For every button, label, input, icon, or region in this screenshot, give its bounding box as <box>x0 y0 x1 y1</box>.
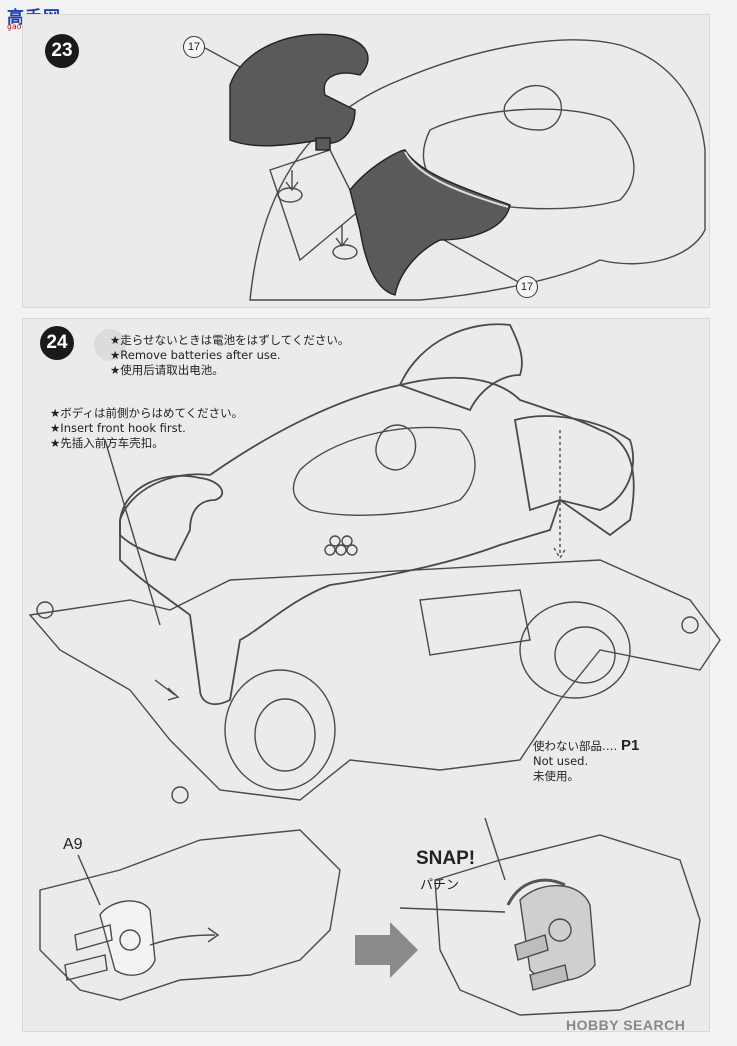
detail-right-chassis <box>434 834 701 1016</box>
step24-wheel-rear-right <box>519 601 631 699</box>
detail-snap-leader <box>399 907 506 913</box>
detail-left-shaft-2 <box>64 954 108 981</box>
unused-parts-note: 使わない部品‥‥ P1 Not used. 未使用。 <box>533 738 639 784</box>
detail-a9-leader <box>77 854 101 906</box>
step24-chassis-hole-3 <box>171 786 189 804</box>
step24-body-vent-4 <box>329 535 341 547</box>
battery-note-cn: ★使用后请取出电池。 <box>110 363 224 377</box>
step24-rear-arrow <box>553 430 567 560</box>
step23-mount-post-2 <box>332 244 358 260</box>
step24-body-vent-5 <box>341 535 353 547</box>
snap-label: SNAP! <box>416 848 476 869</box>
detail-left-shaft-1 <box>74 924 113 951</box>
part-ref-a9: A9 <box>63 836 83 853</box>
detail-right-shaft-2 <box>529 964 569 991</box>
step24-cockpit <box>292 426 476 516</box>
step24-driver-helmet <box>375 424 417 471</box>
front-hook-note-cn: ★先插入前方车壳扣。 <box>50 436 164 450</box>
step24-body-vent-2 <box>335 544 347 556</box>
battery-note-en: ★Remove batteries after use. <box>110 348 281 362</box>
step24-badge-shadow <box>94 329 126 361</box>
step23-mount-post-1 <box>277 187 303 203</box>
step23-part-17-loose <box>229 33 369 147</box>
step23-driver-helmet <box>503 84 562 131</box>
step24-chassis-hole-2 <box>681 616 699 634</box>
step24-wheel-rear-right-inner <box>554 626 616 684</box>
unused-parts-cn: 未使用。 <box>533 769 579 783</box>
step23-side-rail <box>269 149 361 262</box>
front-hook-note: ★ボディは前側からはめてください。 ★Insert front hook fir… <box>50 406 243 451</box>
battery-note-jp: ★走らせないときは電池をはずしてください。 <box>110 333 350 347</box>
snap-label-jp: パチン <box>420 878 460 893</box>
step23-arrow-2 <box>335 225 349 248</box>
step-23-badge: 23 <box>45 34 79 68</box>
detail-left-chassis <box>39 829 341 1001</box>
step23-part-17-edge <box>404 151 509 208</box>
step24-body-left-fin <box>119 475 224 562</box>
detail-right-mount-hole <box>548 918 572 942</box>
step24-body-vent-1 <box>324 544 336 556</box>
unused-parts-line-jp: 使わない部品‥‥ P1 <box>533 738 639 754</box>
detail-snap-leader-2 <box>484 817 506 881</box>
step24-chassis-hole-1 <box>36 601 54 619</box>
front-hook-note-jp: ★ボディは前側からはめてください。 <box>50 406 244 420</box>
detail-left-mount-hole <box>119 929 141 951</box>
step24-chassis-frame <box>28 559 721 801</box>
detail-snap-arc <box>506 878 566 906</box>
step24-wheel-front-left-inner <box>254 698 316 772</box>
step24-hook-leader <box>104 439 161 626</box>
hobby-search-watermark: HOBBY SEARCH <box>566 1017 686 1033</box>
step24-wheel-front-left <box>224 669 336 791</box>
step23-part-17-peg <box>315 137 331 151</box>
unused-part-code: P1 <box>621 737 640 754</box>
unused-parts-jp: 使わない部品‥‥ <box>533 739 618 753</box>
step24-body-rear-wing <box>398 323 523 412</box>
detail-transition-arrow <box>355 922 418 978</box>
step23-arrow-1 <box>285 170 299 192</box>
step24-body-vent-3 <box>346 544 358 556</box>
part-17-label-loose: 17 <box>183 36 205 58</box>
part-17-label-installed: 17 <box>516 276 538 298</box>
step24-motor-block <box>419 589 531 656</box>
unused-parts-en: Not used. <box>533 754 589 768</box>
detail-left-mount-plate <box>99 900 156 976</box>
step23-part-17-installed <box>349 149 511 296</box>
battery-note: ★走らせないときは電池をはずしてください。 ★Remove batteries … <box>110 333 349 378</box>
front-hook-note-en: ★Insert front hook first. <box>50 421 186 435</box>
step24-front-arrow <box>154 679 180 701</box>
detail-right-shaft-1 <box>514 934 549 961</box>
step-24-badge: 24 <box>40 326 74 360</box>
detail-left-arrow <box>149 927 220 946</box>
step24-body-rear-fin <box>513 415 635 512</box>
